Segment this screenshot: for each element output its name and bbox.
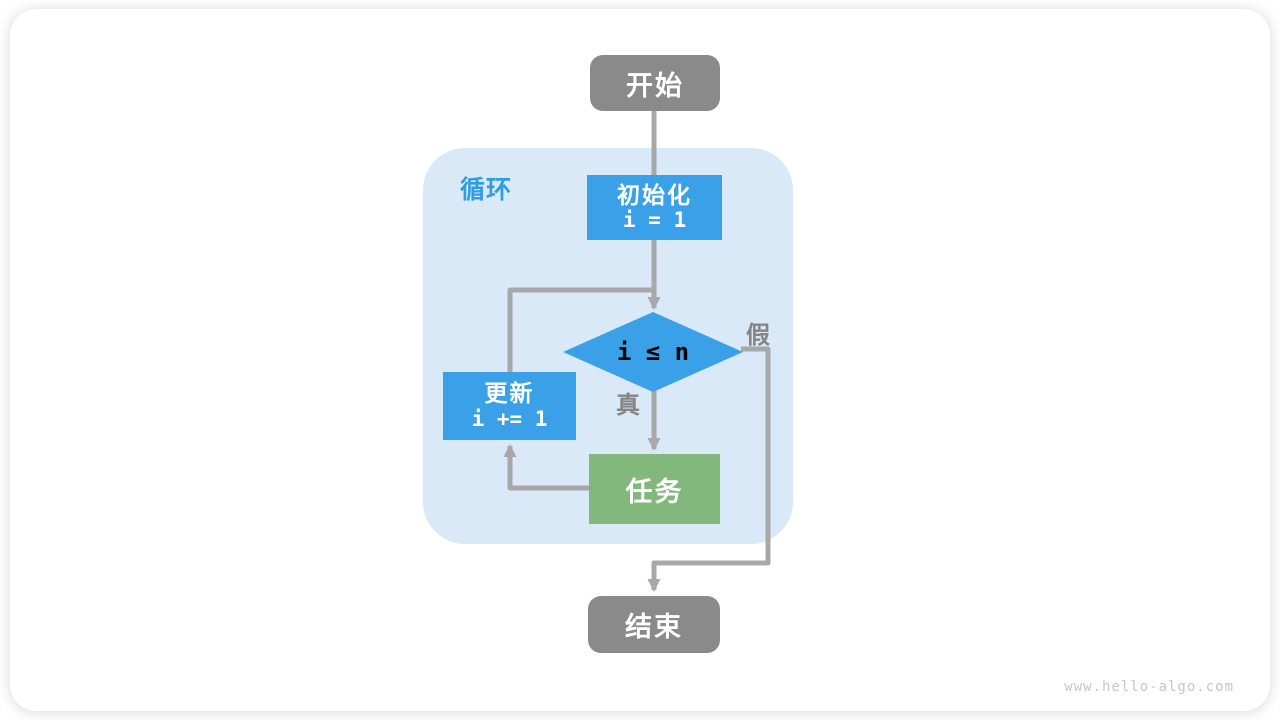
node-update: 更新 i += 1 <box>443 372 576 440</box>
node-init-title: 初始化 <box>617 181 692 208</box>
node-update-title: 更新 <box>484 380 535 407</box>
figure-card: 循环 开始 初始化 i = 1 <box>10 9 1270 711</box>
watermark: www.hello-algo.com <box>1064 679 1234 695</box>
loop-label: 循环 <box>460 176 513 204</box>
node-update-code: i += 1 <box>471 406 548 431</box>
node-end: 结束 <box>588 596 720 653</box>
node-init: 初始化 i = 1 <box>587 175 722 240</box>
node-condition-code: i ≤ n <box>616 337 690 366</box>
edge-label-false: 假 <box>746 322 770 349</box>
node-init-code: i = 1 <box>622 208 687 233</box>
node-task-label: 任务 <box>625 476 684 507</box>
node-start-label: 开始 <box>626 70 684 101</box>
node-start: 开始 <box>590 55 720 111</box>
node-task: 任务 <box>589 454 720 524</box>
edge-label-true: 真 <box>616 392 640 419</box>
node-end-label: 结束 <box>625 612 683 642</box>
